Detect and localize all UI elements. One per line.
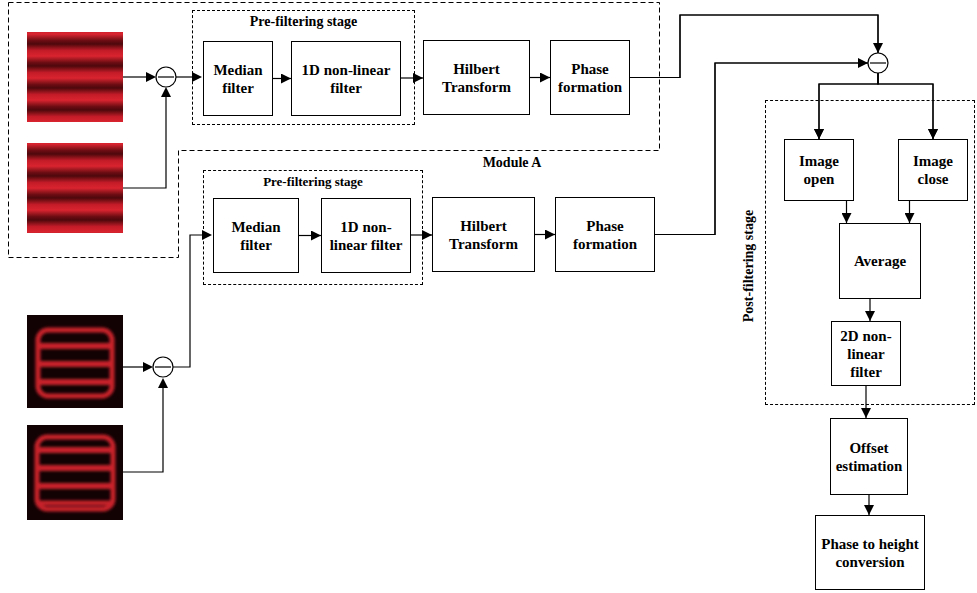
process-box: Image close [898,139,968,201]
box-label: Median filter [208,61,268,97]
wire [123,76,150,77]
minus-sign [158,76,174,77]
arrowhead [158,378,168,388]
input-wires [123,77,206,472]
box-label: Offset estimation [835,439,903,475]
wire [173,235,206,367]
flow-arrow [655,63,878,235]
wire [123,384,163,472]
stage-group: Post-filtering stageImage openImage clos… [765,100,975,405]
arrowhead [143,362,153,372]
arrowhead [192,72,202,82]
box-label: Hilbert Transform [437,217,530,253]
flow-arrow [401,77,423,78]
subtract-junction [156,67,176,87]
box-label: Phase to height conversion [820,535,920,571]
box-label: 1D non-linear filter [296,61,396,97]
box-label: Average [854,252,906,270]
group-label: Post-filtering stage [741,208,757,324]
box-label: Median filter [218,218,294,254]
minus-sign [870,62,886,63]
fringe-image [27,32,123,122]
flow-arrow [655,63,933,235]
process-box: Average [839,223,921,299]
process-box: Offset estimation [830,418,908,495]
process-box: Hilbert Transform [432,197,535,272]
object-image [27,315,123,520]
subtract-junction [153,357,173,377]
arrowhead [146,72,156,82]
flow-arrow [535,234,555,235]
fringe-image [27,32,123,233]
stage-group: Pre-filtering stageMedian filter 1D non-l… [203,170,423,285]
process-box: Hilbert Transform [423,40,530,115]
box-label: Phase formation [560,217,650,253]
box-label: Phase formation [555,60,625,96]
object-image [27,315,123,408]
process-box: Phase formation [555,197,655,272]
process-box: Image open [784,139,854,201]
box-label: 2D non-linear filter [836,327,896,381]
box-label: Hilbert Transform [428,60,525,96]
minus-sign [155,366,171,367]
process-box: Median filter [203,41,273,116]
fringe-image [27,143,123,233]
flow-arrow [846,201,847,223]
process-box: Phase to height conversion [815,515,925,590]
flow-arrow [530,77,550,78]
arrowhead [161,87,171,97]
flow-arrow [630,15,933,139]
flow-arrow [869,299,870,321]
process-box: 1D non-linear filter [321,198,411,273]
stage-group: Pre-filtering stageMedian filter 1D non-l… [192,10,415,125]
process-box: 1D non-linear filter [291,41,401,116]
object-image [27,425,123,520]
process-box: 2D non-linear filter [831,321,901,386]
flow-arrow [273,78,291,79]
subtract-junction [868,53,888,73]
flow-arrow [865,386,866,418]
process-box: Phase formation [550,40,630,115]
group-label: Pre-filtering stage [261,174,365,190]
group-label: Module A [483,155,542,171]
group-label: Pre-filtering stage [248,14,359,30]
box-label: Image open [789,152,849,188]
flow-arrow [909,201,910,223]
box-label: 1D non-linear filter [326,218,406,254]
flow-arrow [868,495,869,515]
box-label: Image close [903,152,963,188]
wire [123,93,166,188]
process-box: Median filter [213,198,299,273]
flow-arrow [411,234,432,235]
flow-arrow [299,235,321,236]
